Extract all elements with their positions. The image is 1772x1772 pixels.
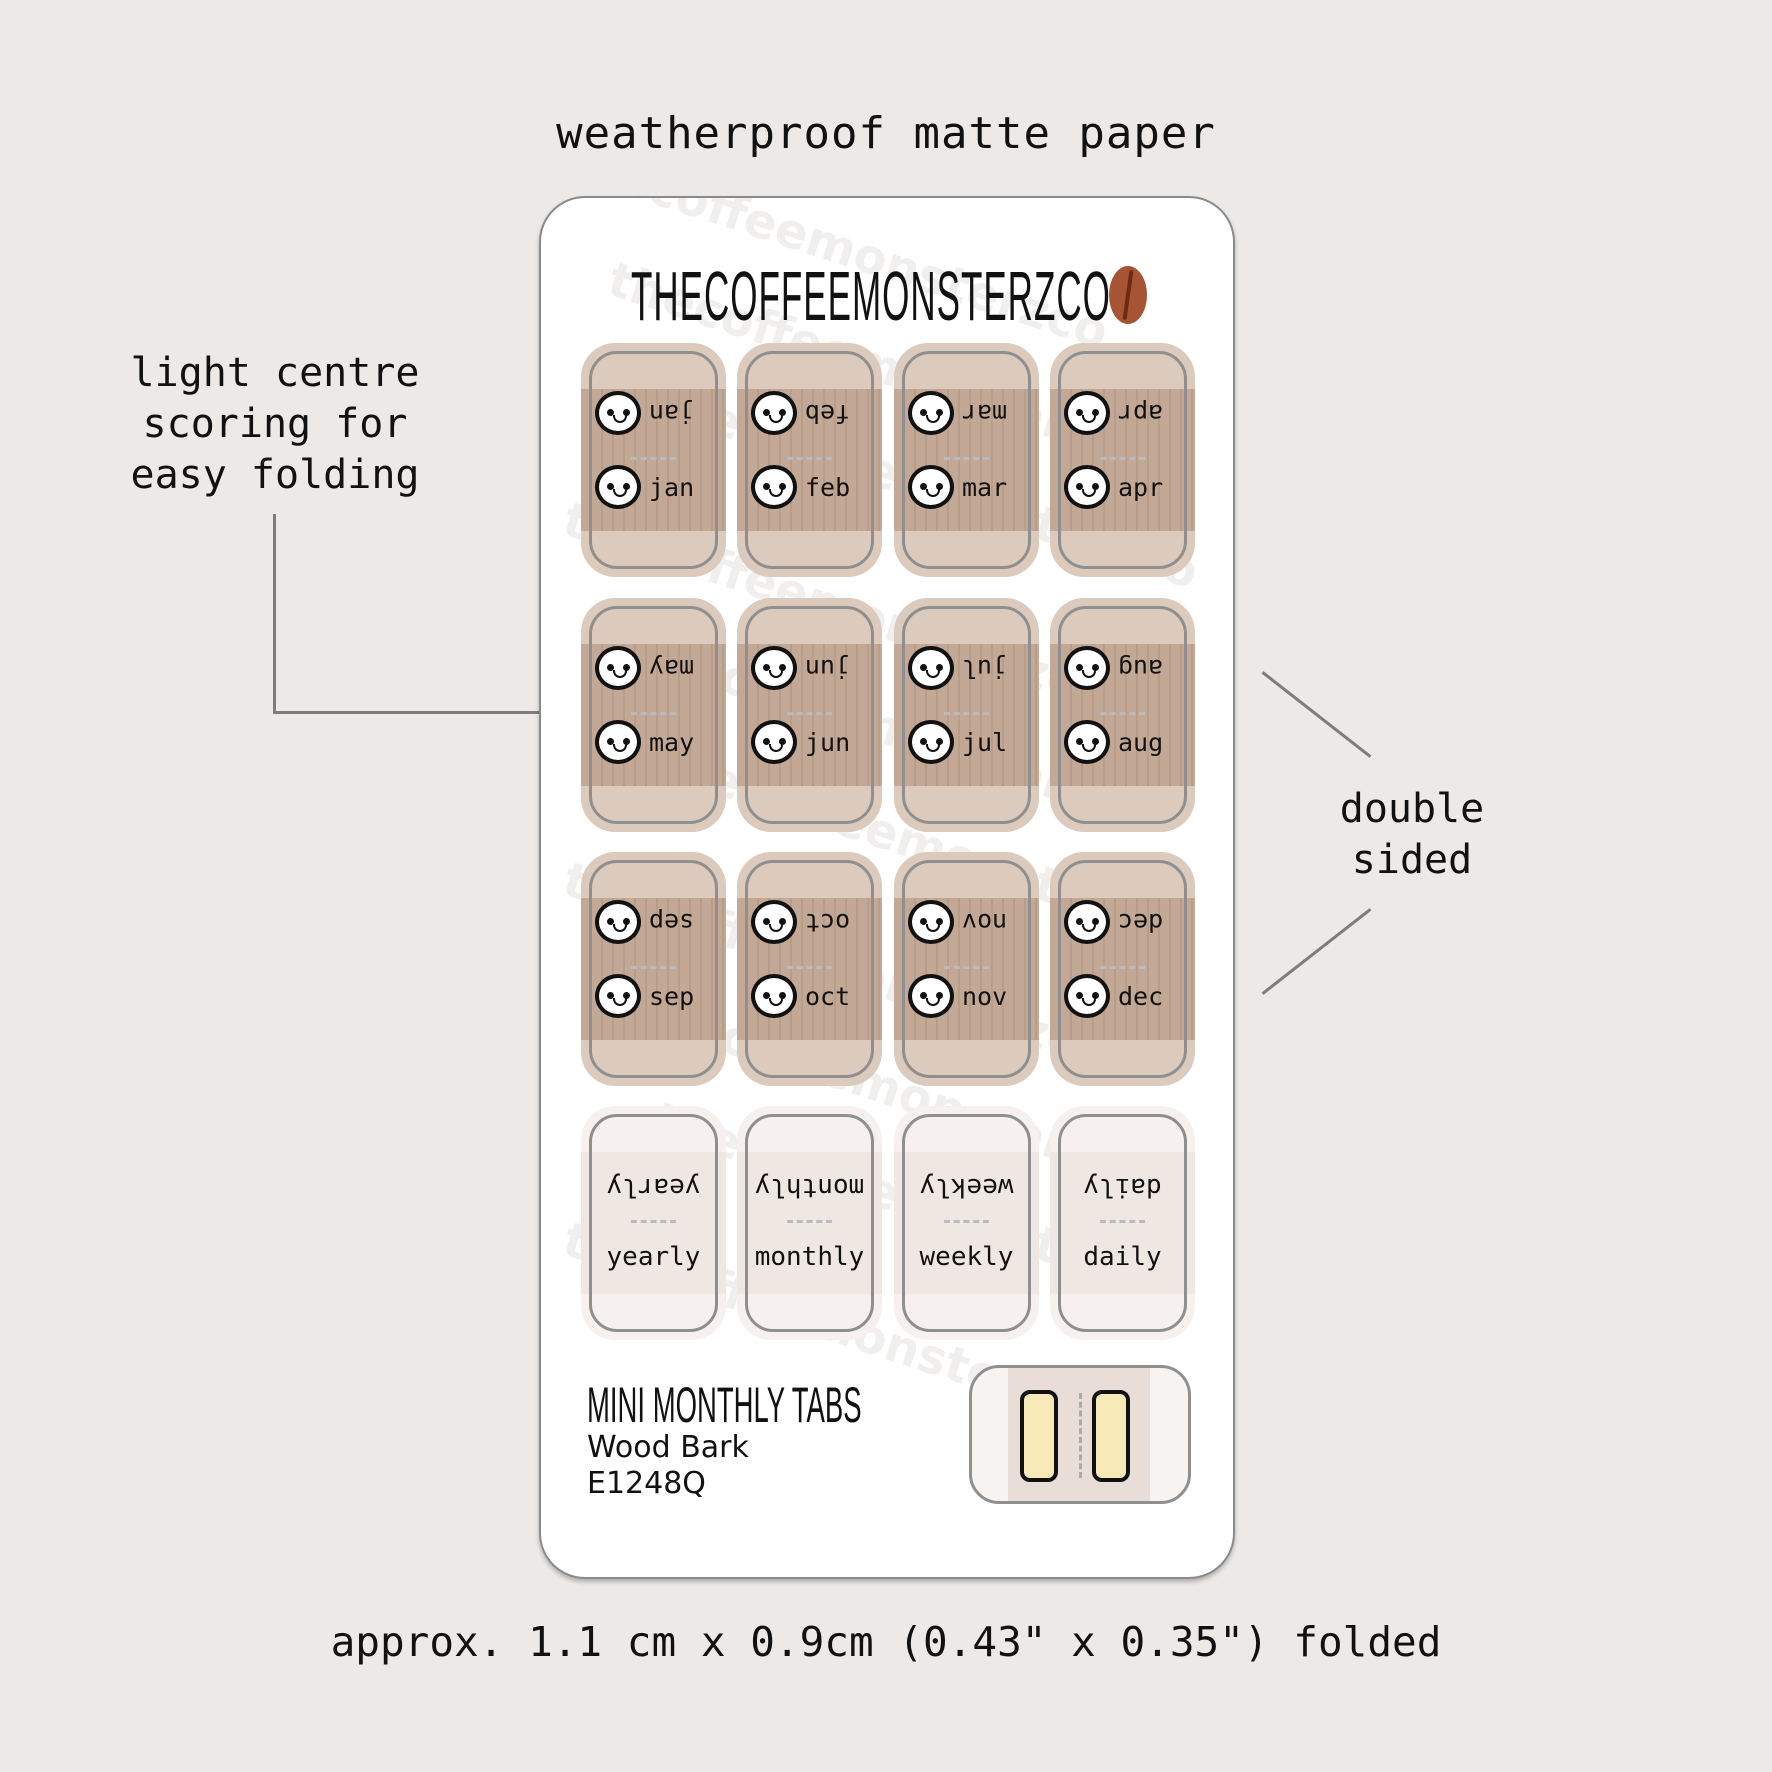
tab-label: weekly <box>919 1242 1014 1272</box>
month-label: dec <box>1118 981 1164 1011</box>
month-tab-jan: jan jan <box>581 343 726 577</box>
face-icon <box>595 720 641 764</box>
month-tab-oct: oct oct <box>737 852 882 1086</box>
face-icon <box>751 465 797 509</box>
scoring-annotation: light centre scoring for easy folding <box>75 348 475 501</box>
month-label: mar <box>962 472 1008 502</box>
month-tab-feb: feb feb <box>737 343 882 577</box>
annotation-line: sided <box>1351 837 1473 883</box>
face-icon <box>595 391 641 435</box>
face-icon <box>1064 646 1110 690</box>
face-icon <box>908 391 954 435</box>
face-icon <box>751 900 797 944</box>
pencil-tab <box>969 1365 1191 1504</box>
tab-label: daily <box>1083 1242 1162 1272</box>
month-tab-apr: apr apr <box>1050 343 1195 577</box>
tab-weekly: weekly weekly <box>894 1106 1039 1340</box>
annotation-line: light centre <box>130 350 420 396</box>
face-icon <box>595 974 641 1018</box>
month-label-flipped: aug <box>1118 653 1164 683</box>
face-icon <box>908 720 954 764</box>
product-name: MINI MONTHLY TABS <box>587 1377 862 1433</box>
callout-line <box>273 514 276 714</box>
face-icon <box>908 465 954 509</box>
month-label: sep <box>649 981 695 1011</box>
face-icon <box>595 900 641 944</box>
tab-yearly: yearly yearly <box>581 1106 726 1340</box>
face-icon <box>751 974 797 1018</box>
header-title: weatherproof matte paper <box>556 108 1216 159</box>
face-icon <box>1064 465 1110 509</box>
face-icon <box>751 391 797 435</box>
variant-name: Wood Bark <box>587 1430 749 1465</box>
face-icon <box>595 465 641 509</box>
month-label: feb <box>805 472 851 502</box>
month-tab-aug: aug aug <box>1050 598 1195 832</box>
tab-label-flipped: daily <box>1083 1172 1162 1202</box>
month-tab-sep: sep sep <box>581 852 726 1086</box>
face-icon <box>751 720 797 764</box>
brand-logo: THECOFFEEMONSTERZCO <box>631 257 1111 335</box>
callout-line <box>1261 671 1372 758</box>
month-label: apr <box>1118 472 1164 502</box>
face-icon <box>908 974 954 1018</box>
callout-line <box>1261 908 1372 995</box>
face-icon <box>908 900 954 944</box>
face-icon <box>1064 720 1110 764</box>
month-label-flipped: oct <box>805 907 851 937</box>
month-label: jan <box>649 472 695 502</box>
callout-line <box>273 711 563 714</box>
month-tab-jun: jun jun <box>737 598 882 832</box>
month-label-flipped: sep <box>649 907 695 937</box>
tab-label: yearly <box>606 1242 701 1272</box>
size-info: approx. 1.1 cm x 0.9cm (0.43" x 0.35") f… <box>330 1618 1442 1666</box>
month-tab-nov: nov nov <box>894 852 1039 1086</box>
month-label: jun <box>805 727 851 757</box>
sku: E1248Q <box>587 1466 706 1501</box>
annotation-line: scoring for <box>142 401 408 447</box>
month-label: jul <box>962 727 1008 757</box>
face-icon <box>908 646 954 690</box>
month-tab-jul: jul jul <box>894 598 1039 832</box>
face-icon <box>751 646 797 690</box>
month-label-flipped: dec <box>1118 907 1164 937</box>
month-label: nov <box>962 981 1008 1011</box>
month-label-flipped: mar <box>962 398 1008 428</box>
month-label-flipped: apr <box>1118 398 1164 428</box>
tab-daily: daily daily <box>1050 1106 1195 1340</box>
double-sided-annotation: double sided <box>1262 784 1562 886</box>
face-icon <box>1064 900 1110 944</box>
month-tab-may: may may <box>581 598 726 832</box>
month-tab-mar: mar mar <box>894 343 1039 577</box>
month-label-flipped: may <box>649 653 695 683</box>
month-label-flipped: jan <box>649 398 695 428</box>
month-label: oct <box>805 981 851 1011</box>
month-label: aug <box>1118 727 1164 757</box>
pencil-icon <box>1092 1390 1130 1482</box>
month-label-flipped: jun <box>805 653 851 683</box>
month-label: may <box>649 727 695 757</box>
face-icon <box>595 646 641 690</box>
face-icon <box>1064 974 1110 1018</box>
tab-label-flipped: monthly <box>754 1172 865 1202</box>
tab-label: monthly <box>754 1242 865 1272</box>
month-label-flipped: feb <box>805 398 851 428</box>
annotation-line: easy folding <box>130 452 420 498</box>
month-label-flipped: jul <box>962 653 1008 683</box>
tab-label-flipped: yearly <box>606 1172 701 1202</box>
annotation-line: double <box>1339 786 1485 832</box>
tab-label-flipped: weekly <box>919 1172 1014 1202</box>
coffee-bean-icon <box>1109 266 1147 324</box>
face-icon <box>1064 391 1110 435</box>
month-tab-dec: dec dec <box>1050 852 1195 1086</box>
pencil-icon <box>1020 1390 1058 1482</box>
tab-monthly: monthly monthly <box>737 1106 882 1340</box>
month-label-flipped: nov <box>962 907 1008 937</box>
